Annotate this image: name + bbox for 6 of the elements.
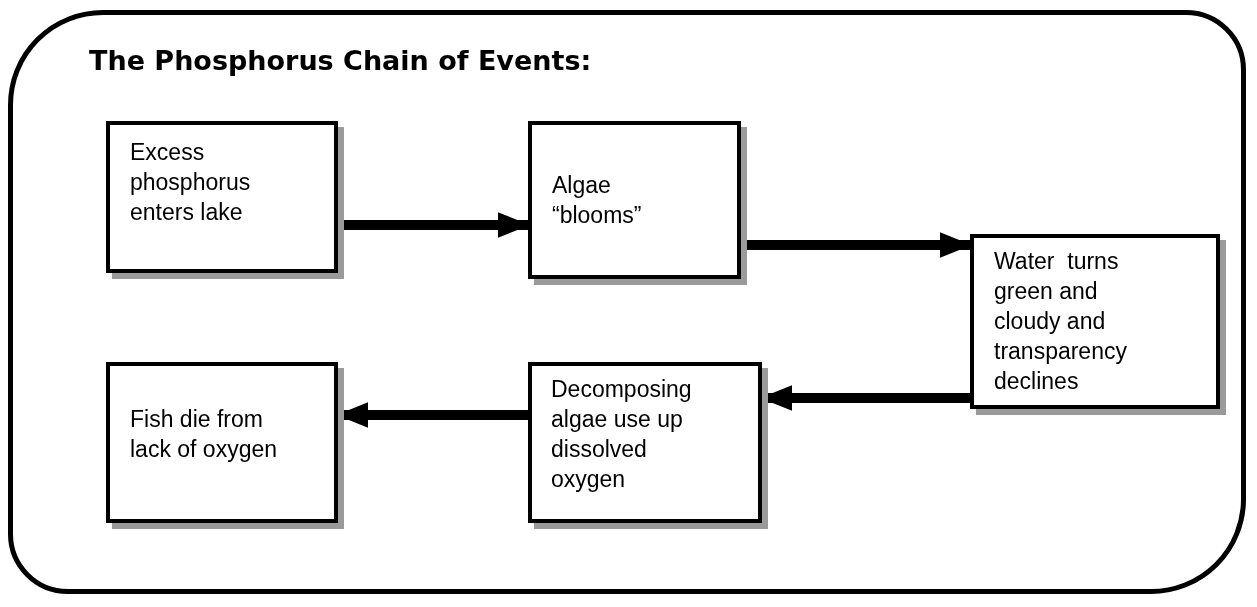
box-text: Algae “blooms” [552,171,643,230]
box-text: Fish die from lack of oxygen [130,405,279,464]
box-text: Excess phosphorus enters lake [130,138,252,227]
diagram-title: The Phosphorus Chain of Events: [89,45,592,76]
box-text: Decomposing algae use up dissolved oxygen [551,375,693,494]
box-text: Water turns green and cloudy and transparency declines [994,247,1128,396]
